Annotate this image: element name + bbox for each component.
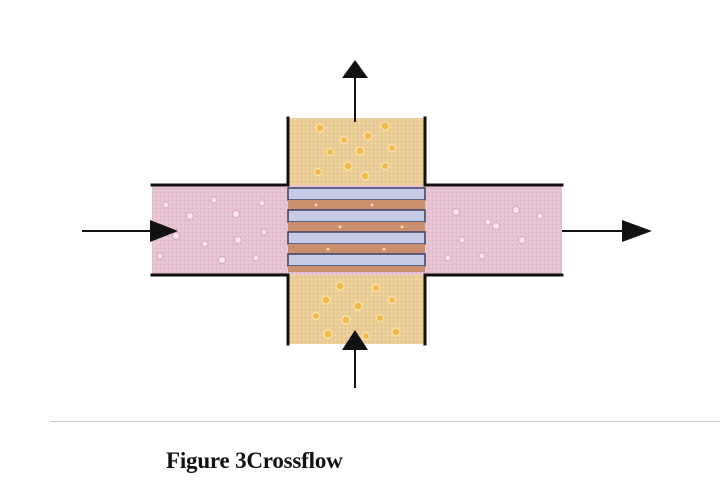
divider (50, 421, 720, 422)
permeate-particles-top (313, 121, 397, 181)
permeate-particles-bottom (311, 281, 401, 341)
figure-caption: Figure 3Crossflow (166, 448, 343, 473)
arrow-right-icon (82, 220, 178, 242)
membrane-plate (287, 209, 426, 223)
crossflow-diagram (82, 60, 652, 388)
membrane-plate (287, 253, 426, 267)
channel-walls (150, 116, 564, 346)
feed-particles-right (444, 206, 544, 262)
feed-particles-left (156, 196, 268, 264)
membrane-stack (287, 187, 426, 272)
membrane-plate (287, 231, 426, 245)
arrow-up-icon (342, 330, 368, 388)
membrane-plate (287, 187, 426, 201)
arrow-up-icon (342, 60, 368, 122)
arrow-right-icon (562, 220, 652, 242)
